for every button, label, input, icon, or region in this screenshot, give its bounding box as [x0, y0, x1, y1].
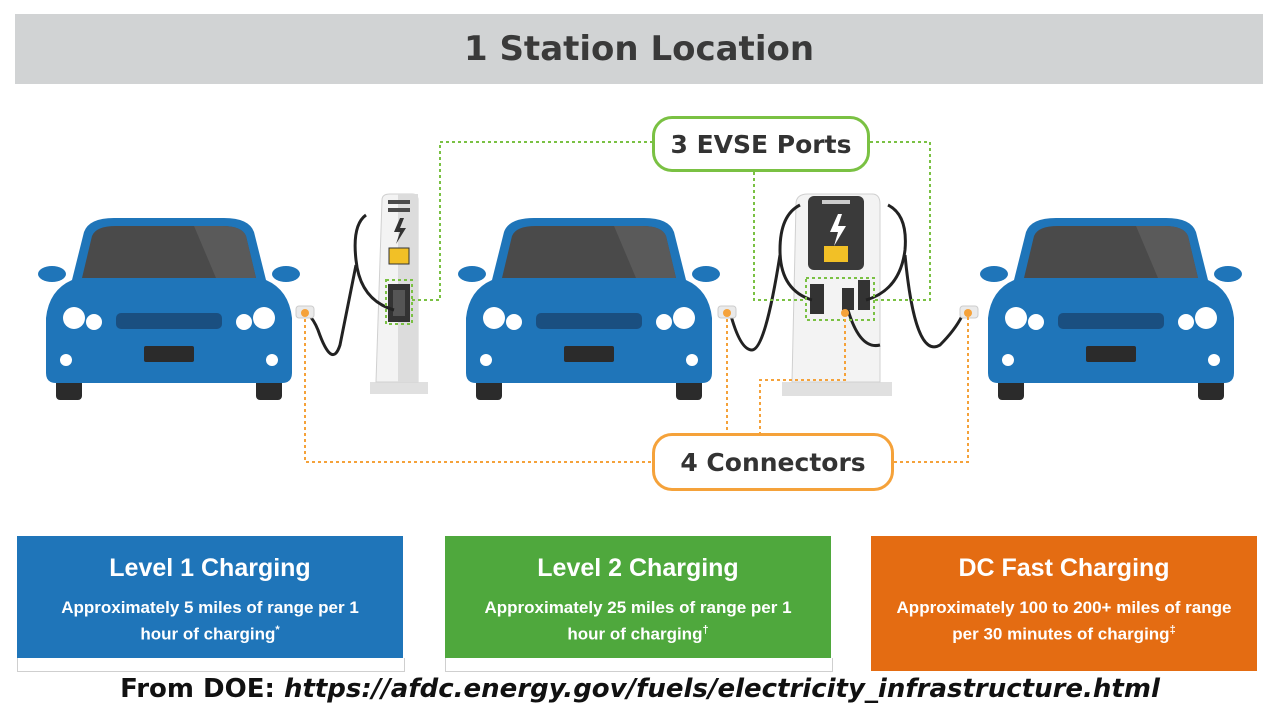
source-prefix: From DOE: — [120, 674, 284, 704]
evse-port-lines — [385, 141, 931, 325]
connector-dots — [301, 309, 972, 317]
connectors-callout: 4 Connectors — [652, 433, 894, 491]
car-right — [980, 218, 1242, 400]
dc-fast-card: DC Fast Charging Approximately 100 to 20… — [871, 536, 1257, 671]
source-citation: From DOE: https://afdc.energy.gov/fuels/… — [0, 674, 1280, 704]
page-title: 1 Station Location — [463, 29, 815, 69]
card-title: Level 1 Charging — [109, 554, 311, 582]
card-title: Level 2 Charging — [537, 554, 739, 582]
card-description: Approximately 5 miles of range per 1 hou… — [61, 598, 359, 644]
level1-card: Level 1 Charging Approximately 5 miles o… — [17, 536, 403, 658]
level2-charger — [295, 193, 428, 394]
card-footer-strip — [17, 658, 405, 672]
source-url[interactable]: https://afdc.energy.gov/fuels/electricit… — [283, 674, 1160, 704]
card-description: Approximately 25 miles of range per 1 ho… — [484, 598, 792, 644]
car-center — [458, 218, 720, 400]
dc-fast-charger — [717, 193, 979, 396]
card-title: DC Fast Charging — [958, 554, 1170, 582]
connector-lines — [304, 313, 969, 463]
level2-card: Level 2 Charging Approximately 25 miles … — [445, 536, 831, 658]
car-left — [38, 218, 300, 400]
card-description: Approximately 100 to 200+ miles of range… — [896, 598, 1232, 644]
evse-ports-callout: 3 EVSE Ports — [652, 116, 870, 172]
title-bar: 1 Station Location — [15, 14, 1263, 84]
card-footer-strip — [445, 658, 833, 672]
